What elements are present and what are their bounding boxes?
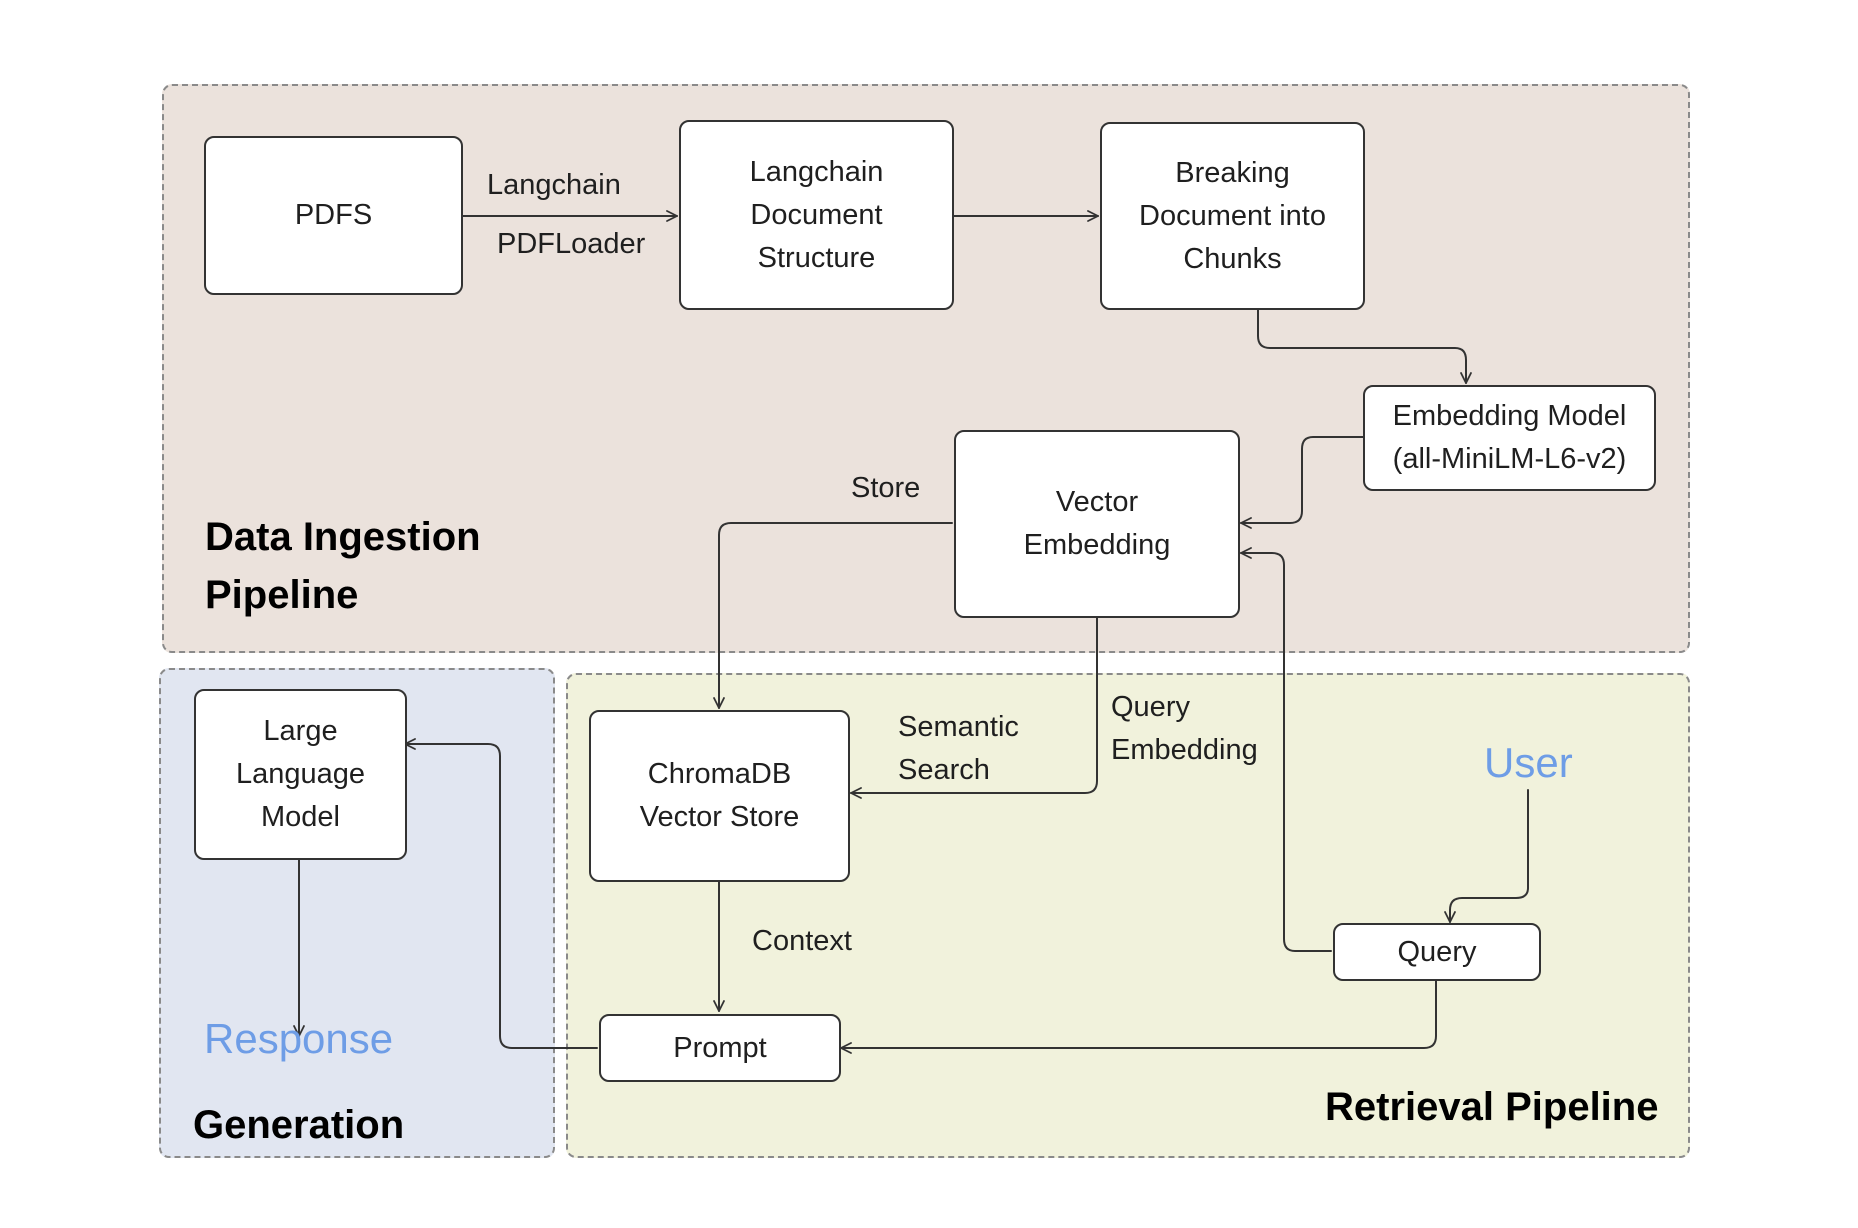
embedding-model-line2: (all-MiniLM-L6-v2) (1392, 443, 1627, 475)
llm-node[interactable]: Large Language Model (194, 689, 407, 860)
data-ingestion-title-line2: Pipeline (205, 573, 359, 617)
edge-embedding-model-to-vector-embedding (1240, 436, 1364, 529)
embedding-model-node[interactable]: Embedding Model (all-MiniLM-L6-v2) (1363, 385, 1656, 491)
pdfs-label: PDFS (294, 199, 373, 231)
edge-label-query-emb-line2: Embedding (1111, 734, 1258, 766)
generation-title: Generation (193, 1103, 405, 1147)
prompt-label: Prompt (673, 1031, 767, 1064)
chunks-line3: Chunks (1183, 242, 1282, 275)
data-ingestion-title-line1: Data Ingestion (205, 515, 481, 559)
chunks-line2: Document into (1139, 199, 1326, 232)
doc-structure-line3: Structure (757, 241, 876, 274)
edge-label-context: Context (752, 925, 852, 957)
response-label: Response (204, 1015, 394, 1062)
query-label: Query (1397, 935, 1477, 968)
llm-line3: Model (261, 801, 340, 833)
edge-label-langchain: Langchain (487, 169, 621, 201)
edge-label-query-emb-line1: Query (1111, 691, 1190, 723)
pdfs-node[interactable]: PDFS (204, 136, 463, 295)
chromadb-line1: ChromaDB (647, 758, 792, 790)
doc-structure-line2: Document (750, 198, 883, 231)
llm-line1: Large (263, 715, 338, 747)
edge-prompt-to-llm (404, 738, 598, 1049)
embedding-model-line1: Embedding Model (1392, 400, 1627, 432)
vector-embedding-line2: Embedding (1023, 529, 1171, 561)
chromadb-node[interactable]: ChromaDB Vector Store (589, 710, 850, 882)
chunks-node[interactable]: Breaking Document into Chunks (1100, 122, 1365, 310)
vector-embedding-line1: Vector (1055, 486, 1139, 518)
retrieval-title: Retrieval Pipeline (1325, 1085, 1659, 1129)
query-node[interactable]: Query (1333, 923, 1541, 981)
edge-user-to-query (1444, 789, 1529, 923)
edge-query-to-vector-embedding (1240, 547, 1332, 952)
llm-line2: Language (235, 758, 366, 790)
vector-embedding-node[interactable]: Vector Embedding (954, 430, 1240, 618)
edge-label-semantic-line1: Semantic (898, 711, 1019, 743)
edge-label-semantic-search: Semantic Search (898, 706, 1019, 792)
edge-vector-embedding-to-chromadb (713, 522, 953, 709)
edge-vector-embedding-to-chromadb-semantic (850, 617, 1098, 799)
chromadb-line2: Vector Store (639, 801, 800, 833)
chunks-line1: Breaking (1175, 156, 1290, 189)
edge-label-store: Store (851, 472, 921, 504)
edge-query-to-prompt (840, 980, 1437, 1054)
doc-structure-node[interactable]: Langchain Document Structure (679, 120, 954, 310)
data-ingestion-title: Data Ingestion Pipeline (205, 508, 481, 624)
doc-structure-line1: Langchain (749, 155, 884, 188)
edge-label-semantic-line2: Search (898, 754, 990, 786)
user-label: User (1484, 739, 1573, 786)
edge-label-pdfloader: PDFLoader (497, 228, 646, 260)
prompt-node[interactable]: Prompt (599, 1014, 841, 1082)
edge-chunks-to-embedding-model (1257, 309, 1472, 384)
edge-label-query-embedding: Query Embedding (1111, 686, 1258, 772)
